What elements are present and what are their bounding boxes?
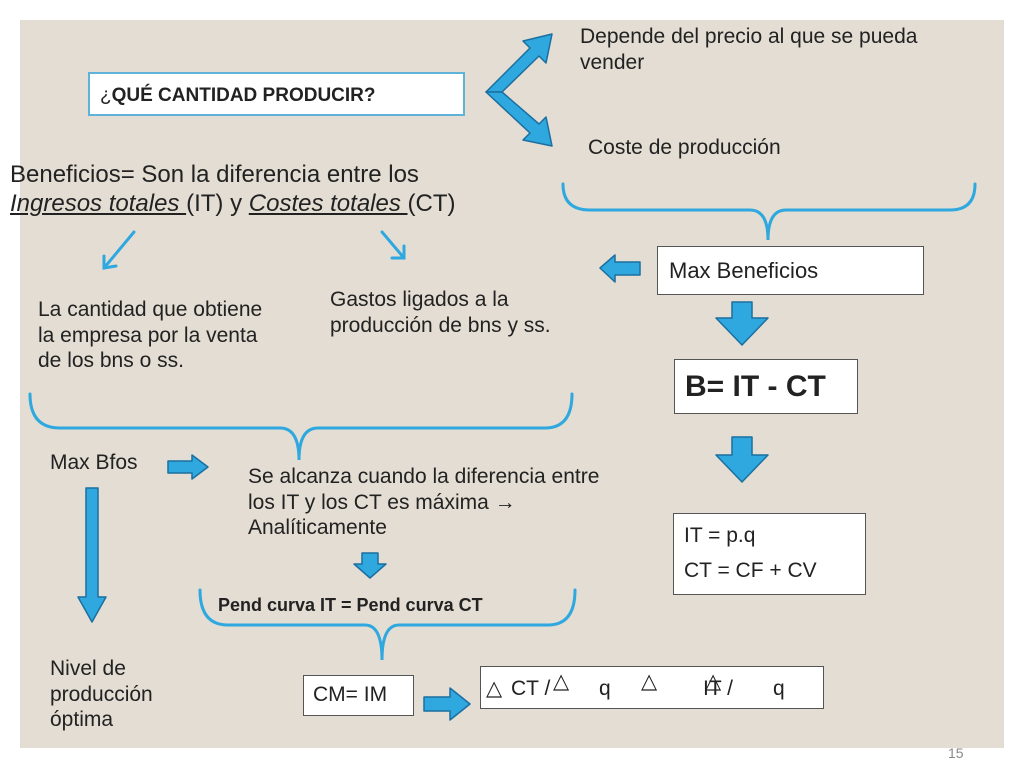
- brace-bottom: [198, 588, 577, 661]
- page-number: 15: [948, 745, 964, 761]
- benefits-line2: Ingresos totales (IT) y Costes totales (…: [10, 189, 456, 218]
- pend-curva-text: Pend curva IT = Pend curva CT: [218, 595, 483, 615]
- nivel-optimo-text: Nivel de producción óptima: [50, 657, 153, 732]
- depends-price-text: Depende del precio al que se pueda vende…: [580, 25, 918, 74]
- chevron-arrow-up-icon: [485, 33, 553, 93]
- ingresos-totales-label: Ingresos totales: [10, 190, 187, 218]
- brace-top-right: [561, 182, 977, 241]
- it-formula: IT = p.q: [684, 524, 756, 547]
- max-beneficios-label: Max Beneficios: [669, 258, 819, 283]
- cm-im-label: CM= IM: [313, 683, 388, 706]
- arrow-right-icon: [167, 454, 209, 480]
- delta-icon: △: [705, 670, 722, 693]
- ct-abbrev: (CT): [407, 190, 456, 218]
- arrow-left-icon: [599, 254, 641, 283]
- arrow-down-icon: [353, 552, 387, 579]
- costes-totales-label: Costes totales: [248, 190, 408, 218]
- arrow-down-icon: [715, 436, 769, 483]
- delta-it-label: IT /: [703, 677, 733, 700]
- it-abbrev: (IT) y: [186, 190, 249, 218]
- delta-formula-box: △ CT / △ q △ IT / △ q: [480, 666, 824, 709]
- benefits-line1: Beneficios= Son la diferencia entre los: [10, 161, 419, 188]
- max-beneficios-box: Max Beneficios: [657, 246, 924, 295]
- costes-definition: Gastos ligados a la producción de bns y …: [330, 288, 551, 337]
- delta-icon: △: [641, 670, 658, 693]
- arrow-down-long-icon: [77, 487, 107, 623]
- it-ct-formulas-box: IT = p.q CT = CF + CV: [673, 513, 866, 595]
- ct-formula: CT = CF + CV: [684, 559, 817, 582]
- benefits-definition: Beneficios= Son la diferencia entre los …: [10, 160, 456, 219]
- brace-middle-left: [28, 392, 574, 461]
- arrow-right-icon: [423, 687, 471, 721]
- max-bfos-text: Max Bfos: [50, 451, 138, 474]
- question-box: ¿QUÉ CANTIDAD PRODUCIR?: [88, 72, 465, 116]
- question-prefix: ¿: [100, 85, 112, 106]
- cm-im-box: CM= IM: [303, 675, 414, 716]
- cost-production-text: Coste de producción: [588, 136, 781, 159]
- delta-icon: △: [486, 677, 503, 700]
- formula-b-box: B= IT - CT: [674, 359, 858, 414]
- delta-icon: △: [553, 670, 570, 693]
- formula-b-label: B= IT - CT: [685, 370, 826, 403]
- chevron-arrow-down-icon: [485, 91, 553, 147]
- question-text: QUÉ CANTIDAD PRODUCIR?: [111, 85, 376, 106]
- delta-ct-label: CT /: [511, 677, 551, 700]
- ingresos-definition: La cantidad que obtiene la empresa por l…: [38, 298, 263, 373]
- se-alcanza-text: Se alcanza cuando la diferencia entre lo…: [248, 465, 600, 540]
- delta-q-label: q: [773, 677, 785, 700]
- delta-q-label: q: [599, 677, 611, 700]
- arrow-down-icon: [715, 301, 769, 346]
